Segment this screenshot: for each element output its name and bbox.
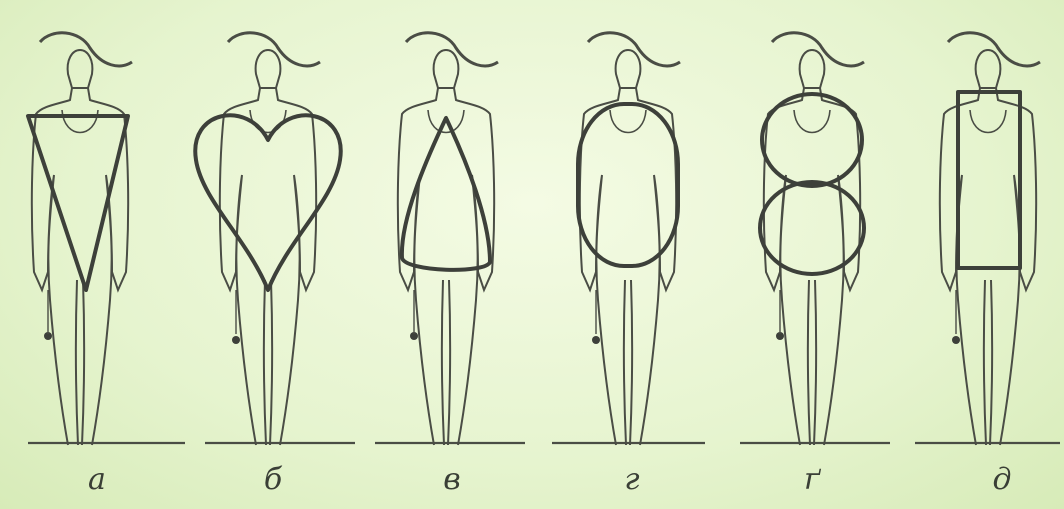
hand-dot [592,336,600,344]
shape-overlay [28,116,128,290]
neckline [794,110,830,133]
head-outline [256,50,281,88]
neckline [970,110,1006,133]
label-figure-g: г [612,462,652,497]
figure-d [940,33,1040,445]
head-outline [434,50,459,88]
label-figure-d: д [982,462,1022,497]
figure-v [398,33,498,445]
head-outline [68,50,93,88]
neckline [250,110,286,133]
label-figure-gg: ґ [792,462,832,497]
figure-g [578,33,680,445]
head-outline [976,50,1001,88]
hair-stroke [772,33,864,66]
head-outline [616,50,641,88]
neckline [610,110,646,133]
shape-overlay [578,104,678,266]
figure-gg [760,33,864,445]
neckline [62,110,98,133]
head-outline [800,50,825,88]
hand-dot [952,336,960,344]
label-figure-a: а [77,462,117,497]
shape-overlay [195,115,340,290]
hair-stroke [40,33,132,66]
hair-stroke [406,33,498,66]
shape-overlay-lower [760,182,864,274]
figure-a [28,33,132,445]
shape-overlay-upper [762,94,862,186]
hand-dot [232,336,240,344]
body-outline [764,88,860,445]
figure-b [195,33,340,445]
label-figure-v: в [432,462,472,497]
hair-stroke [228,33,320,66]
hair-stroke [588,33,680,66]
shape-overlay [958,92,1020,268]
label-figure-b: б [253,462,293,497]
hair-stroke [948,33,1040,66]
